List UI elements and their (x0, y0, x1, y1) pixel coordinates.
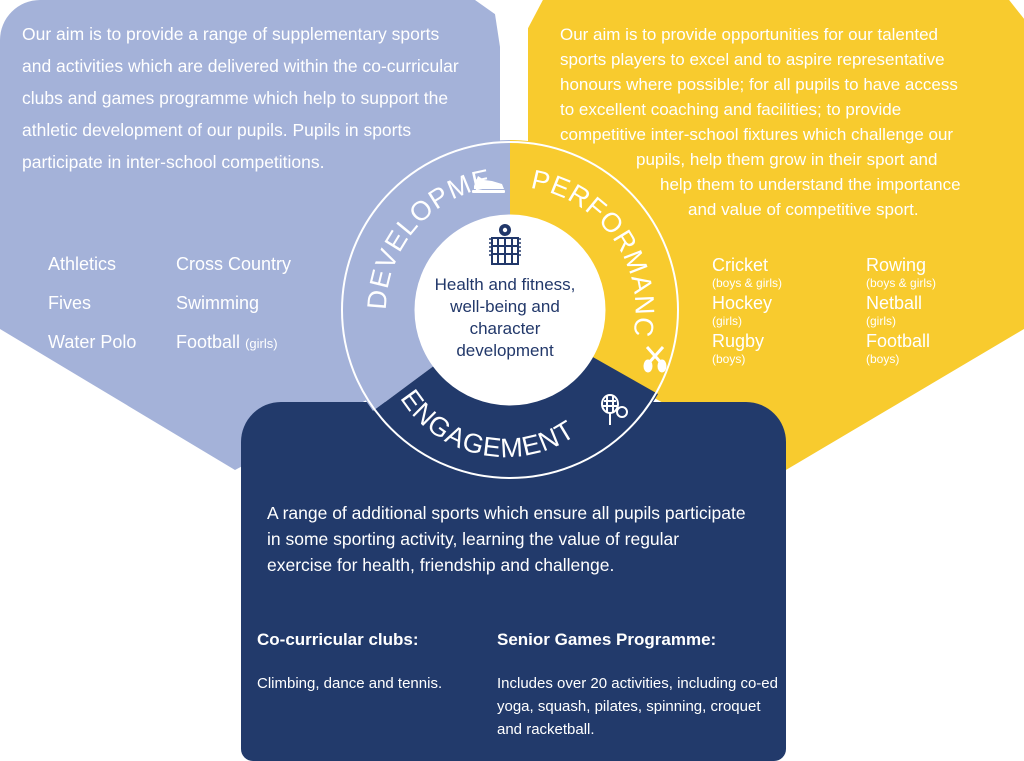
senior-games-programme: Senior Games Programme: Includes over 20… (497, 630, 787, 741)
engagement-intro: A range of additional sports which ensur… (267, 503, 746, 575)
development-ring-segment (340, 140, 510, 411)
ring-outline (341, 141, 679, 479)
list-item: Rugby(boys) (712, 331, 765, 366)
list-item: Cross Country (176, 254, 292, 274)
center-line: Health and fitness, (434, 275, 576, 294)
performance-sports-list: Cricket(boys & girls) Rowing(boys & girl… (712, 254, 996, 366)
engagement-ring-segment (373, 356, 658, 480)
list-item: Athletics (48, 254, 117, 274)
list-item: Fives (48, 293, 92, 313)
center-line: character (469, 319, 541, 338)
co-curricular-clubs-title: Co-curricular clubs: (257, 630, 419, 649)
list-item: Water Polo (48, 332, 137, 352)
development-sports-list: Athletics Cross Country Fives Swimming W… (48, 252, 326, 356)
list-item: Football(boys) (866, 331, 931, 366)
crossed-oars-icon (643, 346, 667, 373)
performance-intro: Our aim is to provide opportunities for … (560, 25, 961, 219)
senior-games-text: Includes over 20 activities, including c… (497, 675, 778, 738)
co-curricular-clubs: Co-curricular clubs: Climbing, dance and… (257, 630, 477, 695)
center-text: Health and fitness, well-being and chara… (405, 222, 605, 402)
list-item: Football (girls) (176, 332, 278, 352)
tennis-racket-icon (601, 394, 628, 425)
center-line: development (456, 341, 554, 360)
list-item: Cricket(boys & girls) (712, 255, 783, 290)
list-item: Netball(girls) (866, 293, 923, 328)
senior-games-title: Senior Games Programme: (497, 630, 717, 649)
ring-center-disc (414, 214, 606, 406)
center-line: well-being and (450, 297, 560, 316)
portcullis-rose-logo (489, 224, 521, 265)
development-intro: Our aim is to provide a range of supplem… (22, 24, 459, 172)
running-shoe-icon (472, 176, 505, 193)
list-item: Rowing(boys & girls) (866, 255, 937, 290)
co-curricular-clubs-text: Climbing, dance and tennis. (257, 675, 443, 692)
list-item: Hockey(girls) (712, 293, 773, 328)
list-item: Swimming (176, 293, 260, 313)
